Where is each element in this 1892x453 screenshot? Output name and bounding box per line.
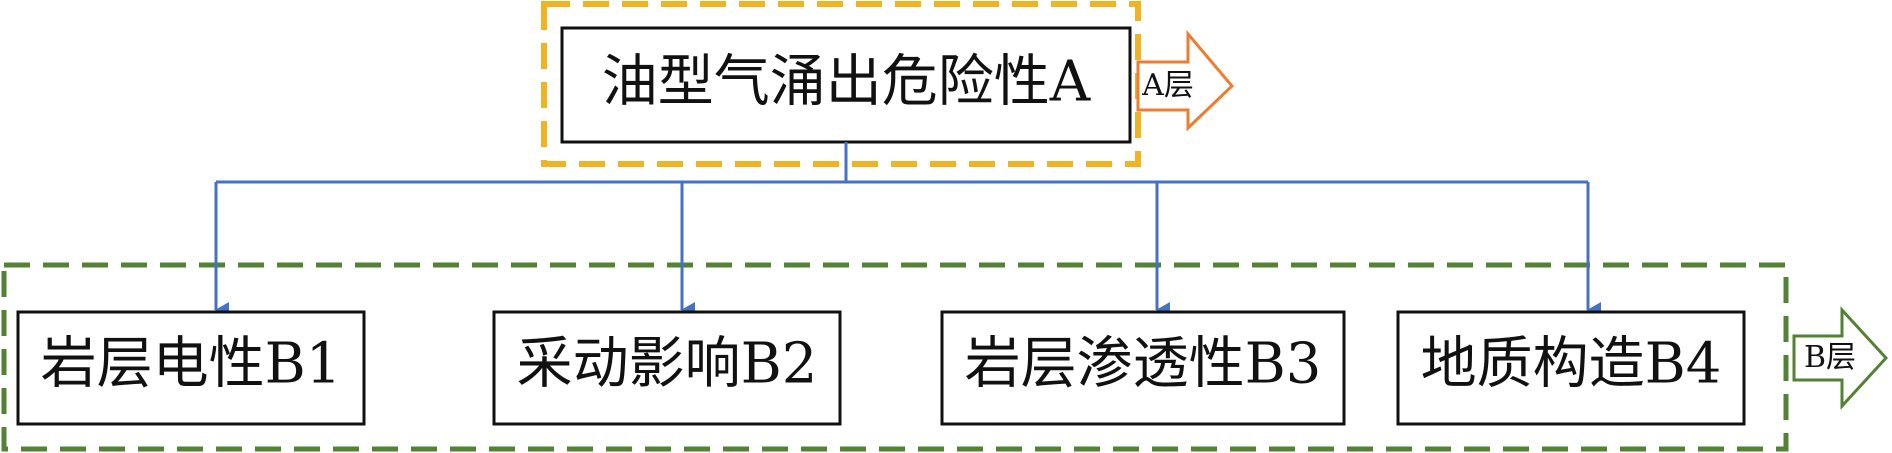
layer-b-arrow-shape (1792, 306, 1889, 410)
child-node-b1-box (16, 310, 366, 426)
child-node-b3: 岩层渗透性B3 (940, 310, 1346, 426)
connector-lines (214, 142, 1601, 318)
child-node-b2-box (492, 310, 842, 426)
root-node-label: 油型气涌出危险性A (602, 50, 1091, 115)
child-node-b3-box (940, 310, 1346, 426)
child-node-b4: 地质构造B4 (1396, 310, 1746, 426)
layer-a-arrow-shape (1136, 29, 1235, 132)
layer-a-label: A层 (1141, 68, 1194, 103)
child-node-b4-label: 地质构造B4 (1421, 332, 1722, 397)
child-node-b4-box (1396, 310, 1746, 426)
layer-b-group-border (1, 262, 1789, 452)
root-node: 油型气涌出危险性A (560, 26, 1132, 144)
root-node-box (560, 26, 1132, 144)
child-node-b1-label: 岩层电性B1 (41, 332, 342, 397)
child-node-b2: 采动影响B2 (492, 310, 842, 426)
layer-b-label: B层 (1804, 340, 1856, 375)
layer-b-arrow: B层 (1792, 306, 1889, 410)
child-node-b2-label: 采动影响B2 (517, 332, 818, 397)
layer-a-arrow: A层 (1136, 29, 1235, 132)
child-node-b3-label: 岩层渗透性B3 (965, 332, 1322, 397)
child-node-b1: 岩层电性B1 (16, 310, 366, 426)
